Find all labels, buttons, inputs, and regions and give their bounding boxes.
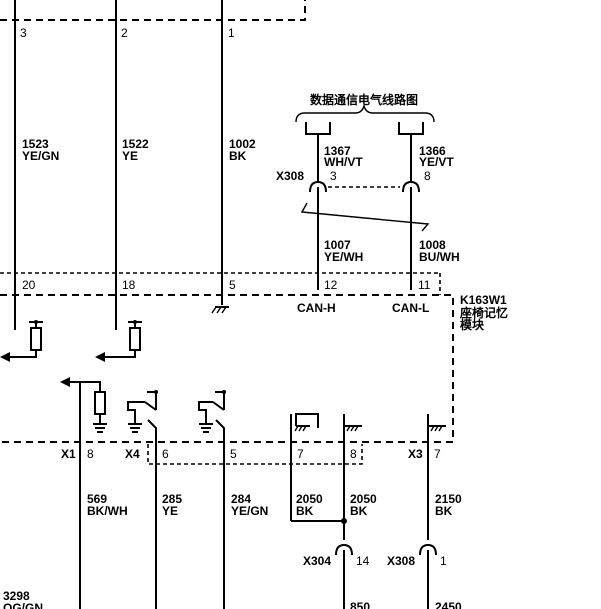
wire-color: BK [350,504,368,518]
switch-circuit-pin5 [198,390,226,609]
wire-number: 1523 [22,137,49,151]
wire-color: YE [162,504,178,518]
module-pin-label: 6 [162,447,169,461]
connector-label: X304 [303,554,331,568]
module-pin-label: 7 [297,447,304,461]
module-code: K163W1 [460,293,507,307]
wire-color: YE/GN [231,504,268,518]
connector-pin: 1 [440,554,447,568]
wire-number: 1367 [324,144,351,158]
wire-number: 1002 [229,137,256,151]
module-pin-label: 12 [324,278,338,292]
module-pin-label: 5 [229,278,236,292]
connector-x304 [335,543,353,609]
ground-circuit-pin7 [290,413,344,522]
ground-icon [211,306,229,314]
module-boundary [0,272,454,443]
wire-number: 1007 [324,238,351,252]
wire-number: 1366 [419,144,446,158]
twisted-pair-symbol [300,202,430,232]
switch-circuit-pin6 [127,390,158,609]
connector-label: X308 [276,169,304,183]
connector-x308-bottom [419,543,437,609]
module-pin-label: 5 [230,447,237,461]
wire-number: 3298 [3,589,30,603]
wire-number: 2450 [435,600,462,609]
wire-color: BK [296,504,314,518]
module-pin-label: 11 [418,278,431,292]
module-pin-label: 8 [87,447,94,461]
can-stubs [305,122,424,182]
top-pin-label: 2 [121,26,128,40]
wire-color: YE/GN [22,149,59,163]
connector-label: X308 [387,554,415,568]
wire-color: BU/WH [419,250,460,264]
input-circuit-right [95,320,142,362]
connector-x4-boundary [147,444,363,465]
module-name: 模块 [460,317,485,332]
wire-number: 284 [231,492,251,506]
module-pin-label: 8 [350,447,357,461]
connector-label: X3 [408,447,423,461]
connector-label: X1 [61,447,76,461]
wire-color: BK [435,504,453,518]
wire-color: YE/VT [419,155,454,169]
ground-circuit-x3-pin7 [427,414,446,540]
module-name: 座椅记忆 [459,305,508,320]
module-pin-label: 7 [434,447,441,461]
ground-circuit-pin8 [341,414,362,540]
input-circuit-left [0,320,43,362]
upper-component-boundary [0,0,306,21]
wire-number: 2050 [350,492,377,506]
wire-number: 569 [87,492,107,506]
wire-color: BK/WH [87,504,128,518]
module-pin-label: 20 [22,278,36,292]
wire-color: WH/VT [324,155,363,169]
diagram-reference-title: 数据通信电气线路图 [310,92,418,107]
wire-number: 2050 [296,492,323,506]
wire-color: YE/WH [324,250,363,264]
can-label: CAN-H [297,301,336,315]
connector-label: X4 [125,447,140,461]
wire-color: BK [229,149,247,163]
top-pin-label: 3 [20,26,27,40]
module-pin-label: 18 [122,278,136,292]
wire-number: 1008 [419,238,446,252]
wire-number: 1522 [122,137,149,151]
top-wires [14,0,223,330]
output-driver-circuit [60,377,107,609]
top-pin-label: 1 [228,26,235,40]
connector-pin: 8 [424,169,431,183]
data-communication-bracket [295,103,435,123]
wire-number: 285 [162,492,182,506]
wire-number: 2150 [435,492,462,506]
wire-color: OG/GN [3,601,43,609]
connector-pin: 14 [356,554,370,568]
can-label: CAN-L [392,301,429,315]
wire-color: YE [122,149,138,163]
connector-pin: 3 [330,169,337,183]
wire-number: 850 [350,600,370,609]
